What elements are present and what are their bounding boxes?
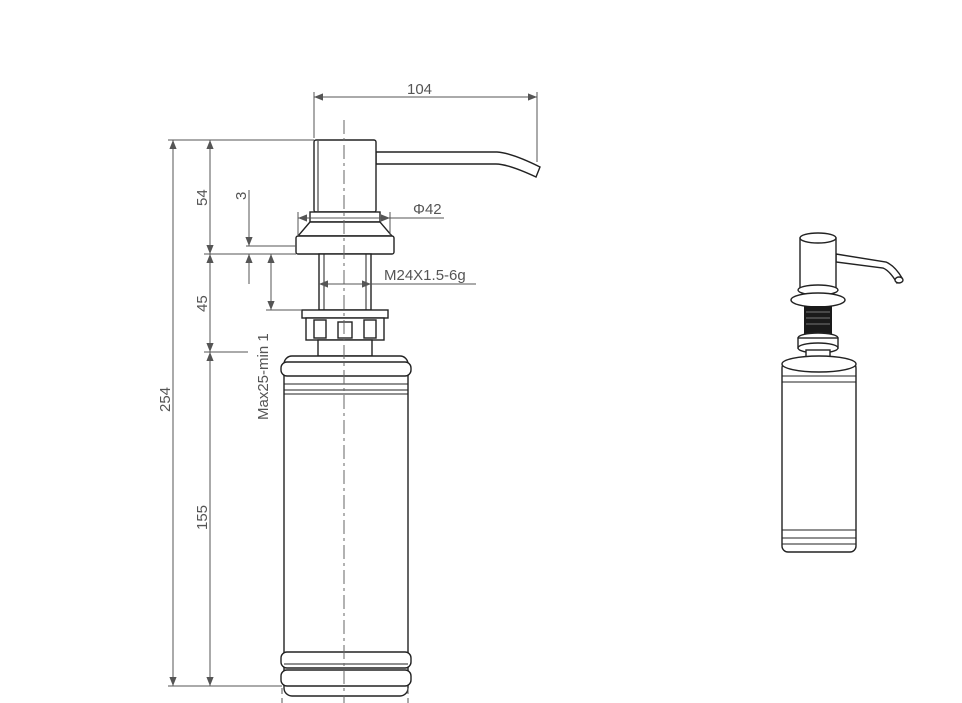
mounting-nut [301, 309, 389, 357]
dim-thread-spec: M24X1.5-6g [319, 267, 476, 288]
dim-total-height: 254 [157, 139, 314, 687]
product-isometric-view [781, 232, 904, 553]
dim-head-height-label: 54 [194, 189, 211, 206]
dim-total-height-label: 254 [157, 387, 174, 412]
dim-thread-length-label: 45 [194, 295, 211, 312]
dim-mount-range-label: Max25-min 1 [255, 333, 272, 420]
dim-flange-thickness: 3 [233, 190, 296, 284]
dim-thread-spec-label: M24X1.5-6g [384, 267, 466, 284]
dim-bottle-height-label: 155 [194, 505, 211, 530]
dim-chain: 54 45 155 [194, 140, 296, 686]
dim-flange-diameter-label: Φ42 [413, 201, 442, 218]
dim-mount-range: Max25-min 1 [255, 254, 302, 420]
dim-flange-thickness-label: 3 [233, 192, 250, 200]
dim-spout-reach-label: 104 [407, 81, 432, 98]
pump-head [313, 139, 541, 213]
dim-spout-reach: 104 [313, 81, 538, 162]
bottle [280, 355, 412, 697]
dim-flange-diameter: Φ42 [297, 201, 444, 236]
thread-shank [318, 253, 372, 311]
